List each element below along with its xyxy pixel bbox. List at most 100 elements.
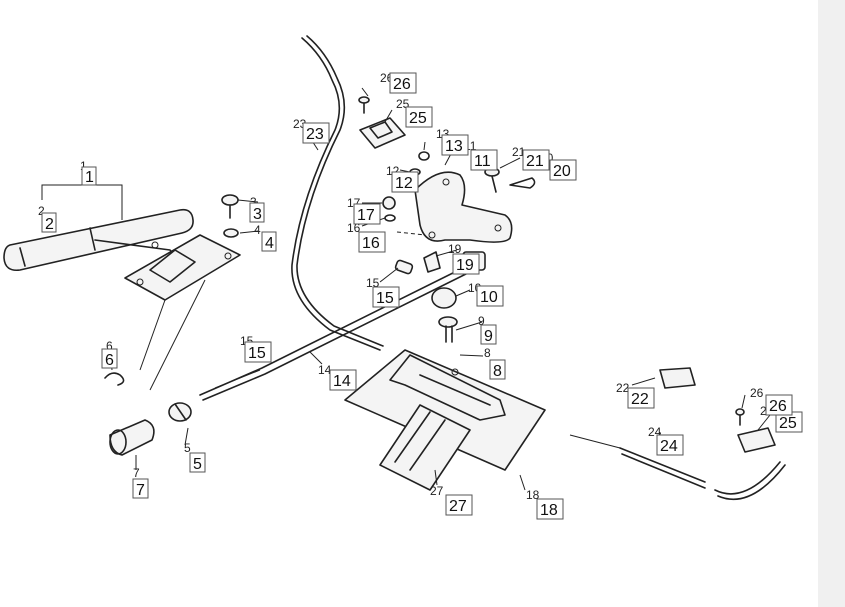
support-strap (379, 404, 471, 491)
svg-text:8: 8 (493, 363, 502, 380)
label-1[interactable]: 1 (81, 166, 97, 186)
callout-22-small: 22 (616, 381, 630, 395)
callout-14-small: 14 (318, 363, 332, 377)
washer-part-4 (223, 228, 239, 238)
label-9[interactable]: 9 (480, 324, 497, 345)
clevis-pin (484, 167, 500, 193)
label-14[interactable]: 14 (329, 369, 357, 391)
callout-27-small: 27 (430, 484, 444, 498)
svg-text:1: 1 (85, 169, 94, 186)
svg-text:2: 2 (45, 216, 54, 233)
label-10[interactable]: 10 (476, 285, 504, 307)
lever-base-plate (124, 234, 241, 391)
label-5[interactable]: 5 (189, 452, 206, 473)
svg-text:25: 25 (779, 415, 797, 432)
svg-text:15: 15 (248, 345, 266, 362)
label-18[interactable]: 18 (536, 498, 564, 520)
callout-7-small: 7 (133, 466, 140, 480)
svg-text:15: 15 (376, 290, 394, 307)
lever-knob (221, 194, 239, 219)
svg-text:27: 27 (449, 498, 467, 515)
callout-5-small: 5 (184, 441, 191, 455)
callout-6-small: 6 (106, 339, 113, 353)
rear-cable (569, 434, 786, 501)
label-3[interactable]: 3 (249, 202, 265, 223)
label-4[interactable]: 4 (261, 231, 277, 252)
label-22[interactable]: 22 (627, 387, 655, 409)
cable-clamp-top (359, 117, 406, 149)
svg-text:24: 24 (660, 438, 678, 455)
svg-text:18: 18 (540, 502, 558, 519)
label-7[interactable]: 7 (132, 478, 149, 499)
svg-text:7: 7 (136, 482, 145, 499)
main-cable-rod (199, 261, 479, 401)
bracket (414, 171, 513, 243)
svg-text:26: 26 (769, 398, 787, 415)
margin-strip (818, 0, 845, 607)
svg-text:11: 11 (474, 153, 491, 170)
svg-text:23: 23 (306, 126, 324, 143)
label-24[interactable]: 24 (656, 434, 684, 456)
callout-19-small: 19 (448, 242, 462, 256)
lever-bracket (389, 354, 506, 421)
callout-8-small: 8 (484, 346, 491, 360)
cable-clip-22 (659, 367, 696, 389)
callout-1-small: 1 (80, 159, 87, 173)
label-26[interactable]: 26 (389, 72, 417, 94)
label-26b[interactable]: 26 (765, 394, 793, 416)
svg-text:12: 12 (395, 175, 413, 192)
svg-text:3: 3 (253, 206, 262, 223)
callout-26b-small: 26 (750, 386, 764, 400)
label-8[interactable]: 8 (489, 359, 506, 380)
screw-right (735, 408, 745, 426)
label-25b[interactable]: 25 (775, 411, 803, 433)
label-17[interactable]: 17 (353, 203, 381, 225)
clevis-19 (423, 251, 441, 273)
upper-cable (291, 35, 384, 351)
cable-clamp-right (737, 427, 776, 453)
label-21[interactable]: 21 (522, 149, 550, 171)
label-12[interactable]: 12 (391, 171, 419, 193)
nut-17 (382, 196, 396, 210)
bolt (438, 316, 458, 343)
label-20[interactable]: 20 (549, 159, 577, 181)
callout-18-small: 18 (526, 488, 540, 502)
label-13[interactable]: 13 (441, 134, 469, 156)
svg-text:17: 17 (357, 207, 375, 224)
callout-3-small: 3 (250, 195, 257, 209)
svg-text:25: 25 (409, 110, 427, 127)
label-27[interactable]: 27 (445, 494, 473, 516)
spring-clip (104, 372, 125, 386)
svg-text:21: 21 (526, 153, 544, 170)
grip-sleeve (109, 419, 155, 456)
svg-text:22: 22 (631, 391, 649, 408)
callout-21-small: 21 (512, 145, 526, 159)
ferrule-15 (394, 259, 414, 275)
svg-text:13: 13 (445, 138, 463, 155)
label-19[interactable]: 19 (452, 253, 480, 275)
callout-4-small: 4 (254, 223, 261, 237)
svg-text:4: 4 (265, 235, 274, 252)
small-washer-13 (418, 151, 430, 161)
callout-9-small: 9 (478, 314, 485, 328)
label-2[interactable]: 2 (41, 212, 57, 233)
bush (431, 287, 457, 309)
label-6[interactable]: 6 (101, 348, 118, 369)
label-11[interactable]: 11 (470, 149, 498, 171)
label-25[interactable]: 25 (405, 106, 433, 128)
svg-text:5: 5 (193, 456, 202, 473)
callout-2-small: 2 (38, 204, 45, 218)
label-15[interactable]: 15 (372, 286, 400, 308)
svg-text:26: 26 (393, 76, 411, 93)
label-16[interactable]: 16 (358, 231, 386, 253)
label-15b[interactable]: 15 (244, 341, 272, 363)
label-23[interactable]: 23 (302, 122, 330, 144)
svg-text:6: 6 (105, 352, 114, 369)
split-pin (509, 177, 536, 189)
svg-text:10: 10 (480, 289, 498, 306)
svg-text:14: 14 (333, 373, 351, 390)
svg-text:9: 9 (484, 328, 493, 345)
svg-text:20: 20 (553, 163, 571, 180)
svg-text:19: 19 (456, 257, 474, 274)
